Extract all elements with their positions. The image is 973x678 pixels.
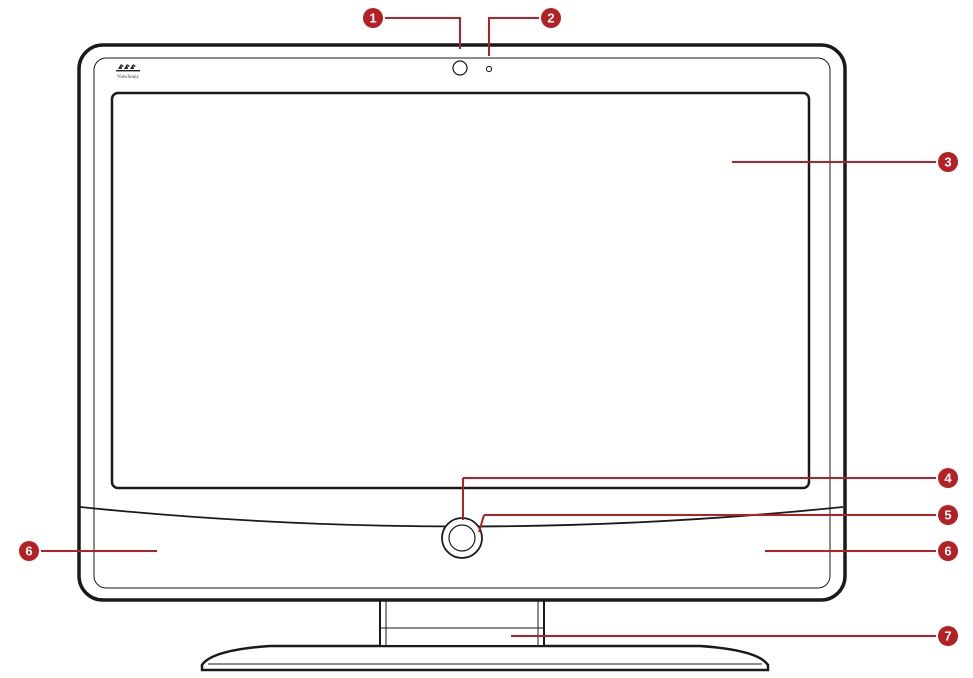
callout-3: 3 <box>938 152 958 172</box>
microphone-indicator <box>485 65 493 73</box>
svg-text:7: 7 <box>944 629 951 644</box>
svg-text:3: 3 <box>944 155 951 170</box>
brand-logo-text: ViewSonic <box>117 75 140 80</box>
power-button[interactable] <box>448 524 476 552</box>
leader-2 <box>488 17 539 56</box>
callout-2: 2 <box>541 8 561 28</box>
callout-5: 5 <box>938 505 958 525</box>
callout-4: 4 <box>938 468 958 488</box>
callout-6-right: 6 <box>938 541 958 561</box>
monitor-inner-edge <box>93 57 831 589</box>
svg-text:4: 4 <box>944 471 952 486</box>
webcam-lens <box>452 60 468 76</box>
svg-text:6: 6 <box>944 544 951 559</box>
svg-text:5: 5 <box>944 508 951 523</box>
callout-1: 1 <box>363 8 383 28</box>
svg-text:2: 2 <box>547 11 554 26</box>
viewsonic-birds-logo-icon <box>116 64 140 72</box>
stand-neck <box>379 597 545 647</box>
stand-base <box>200 644 770 672</box>
svg-text:6: 6 <box>25 544 32 559</box>
callout-6-left: 6 <box>19 541 39 561</box>
leader-5 <box>478 514 936 533</box>
callout-7: 7 <box>938 626 958 646</box>
callout-leaders <box>41 17 936 637</box>
leader-1 <box>385 17 461 49</box>
leader-4 <box>462 477 936 520</box>
display-screen <box>110 91 811 490</box>
svg-text:1: 1 <box>369 11 376 26</box>
